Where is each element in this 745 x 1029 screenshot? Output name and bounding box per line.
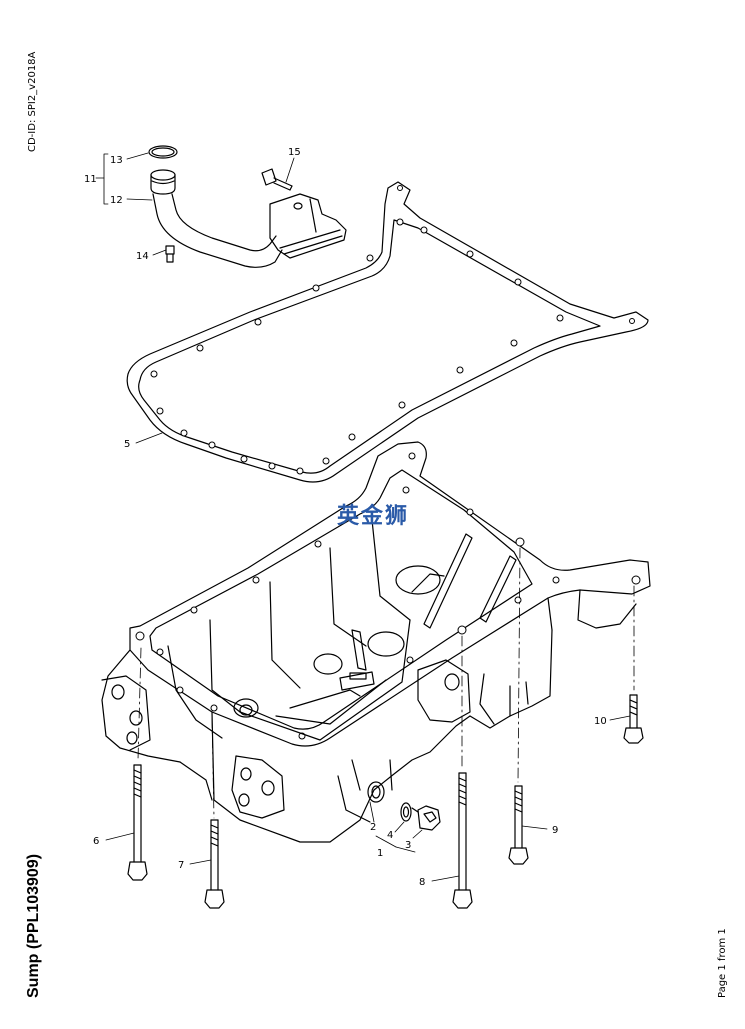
- callout-2: 2: [370, 822, 376, 833]
- oil-pickup-pipe-part-12: [150, 169, 347, 268]
- callout-11: 11: [84, 174, 97, 185]
- callout-8: 8: [419, 877, 425, 888]
- leader-lines: [95, 152, 631, 882]
- bolt-part-10: [623, 694, 644, 744]
- o-ring-seal-part-13: [148, 145, 178, 159]
- callout-6: 6: [93, 836, 99, 847]
- callout-5: 5: [124, 439, 130, 450]
- sump-gasket-part-5: [126, 181, 649, 483]
- diagram-id-label: CD-ID: SPI2_v2018A: [27, 51, 38, 152]
- oil-pan-body: [101, 441, 651, 843]
- callout-7: 7: [178, 860, 184, 871]
- drain-plug-part-3: [411, 805, 441, 831]
- drain-washer-part-4: [400, 802, 412, 822]
- callout-12: 12: [110, 195, 123, 206]
- callout-4: 4: [387, 830, 393, 841]
- callout-labels: 13 11 12 14 15 5 6 7 8 9 10 2 4 3 1: [84, 147, 607, 888]
- watermark-logo: 英金狮: [336, 504, 409, 529]
- bolt-part-9: [508, 785, 529, 865]
- bolt-part-14: [165, 245, 175, 263]
- page-number: Page 1 from 1: [717, 928, 728, 998]
- bolt-part-15: [261, 168, 293, 191]
- callout-9: 9: [552, 825, 558, 836]
- bolt-part-6: [127, 764, 148, 881]
- alignment-lines: [137, 547, 635, 819]
- bolt-part-7: [204, 819, 225, 909]
- callout-15: 15: [288, 147, 301, 158]
- bolt-part-8: [452, 772, 473, 909]
- page-title: Sump (PPL103909): [25, 853, 42, 998]
- callout-1: 1: [377, 848, 383, 859]
- callout-3: 3: [405, 840, 411, 851]
- callout-10: 10: [594, 716, 607, 727]
- callout-14: 14: [136, 251, 149, 262]
- callout-13: 13: [110, 155, 123, 166]
